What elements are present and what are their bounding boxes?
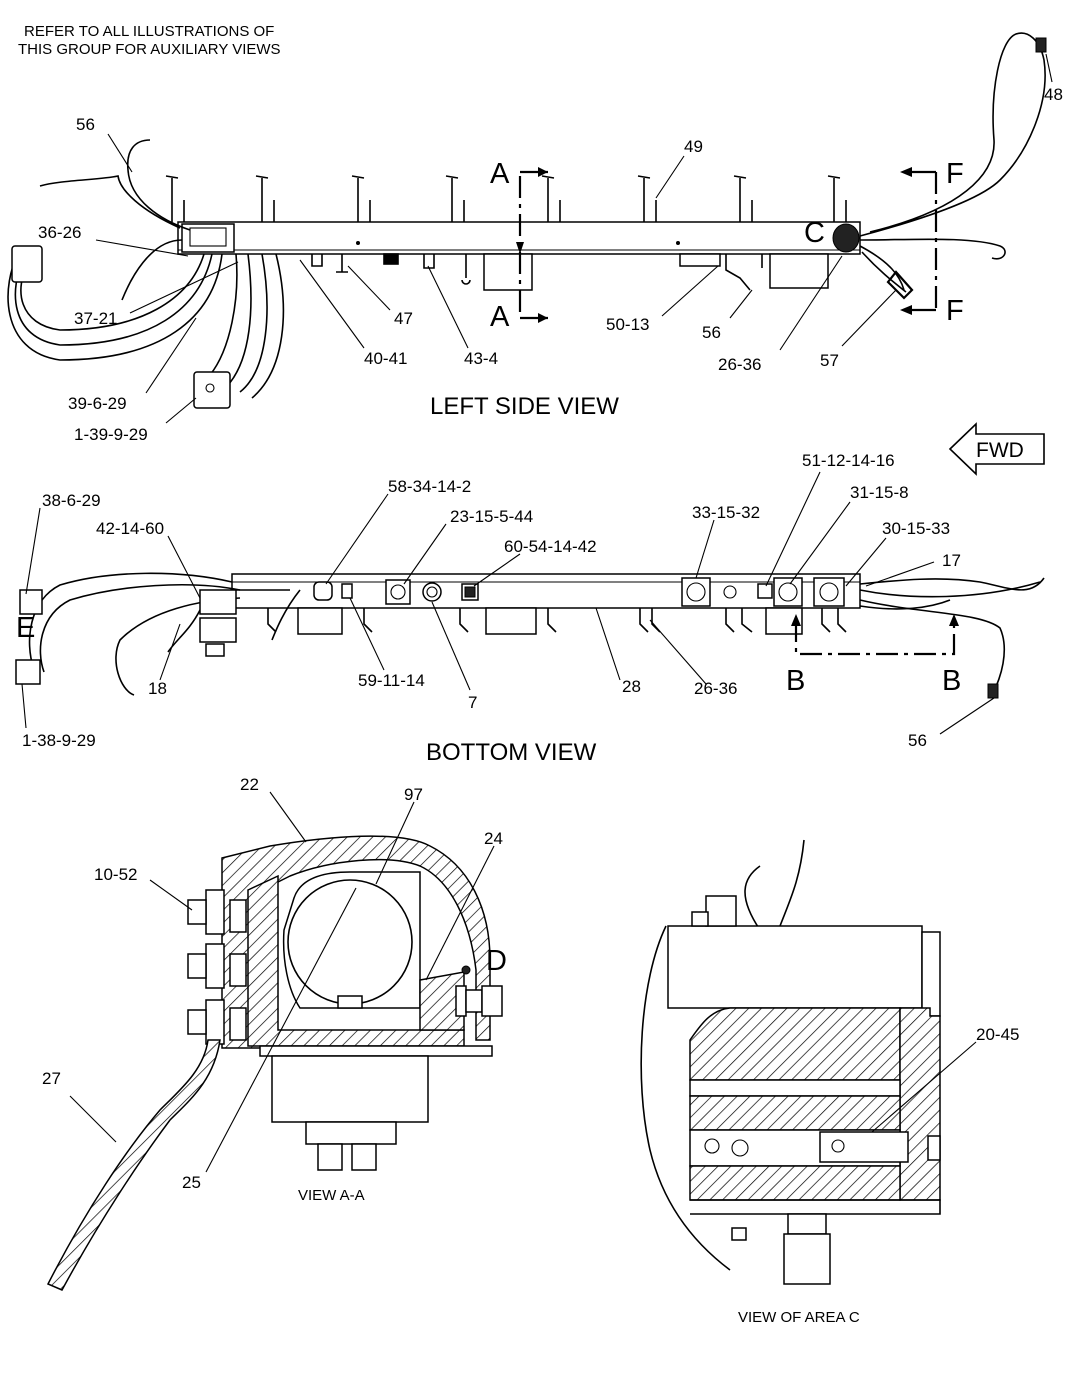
section-mark-f-bottom: F	[946, 295, 964, 327]
callout-43-4: 43-4	[464, 349, 498, 368]
callout-1-38-9-29: 1-38-9-29	[22, 731, 96, 750]
callout-56-bottom: 56	[908, 731, 927, 750]
view-a-a: D 22 97 24 10-52 27 25 VIEW A-A	[42, 775, 507, 1291]
callout-60-54-14-42: 60-54-14-42	[504, 537, 597, 556]
fwd-arrow: FWD	[948, 422, 1045, 476]
callout-58-34-14-2: 58-34-14-2	[388, 477, 471, 496]
callout-31-15-8: 31-15-8	[850, 483, 909, 502]
callout-10-52: 10-52	[94, 865, 137, 884]
section-mark-e: E	[16, 612, 35, 644]
section-mark-d: D	[486, 945, 507, 977]
callout-28: 28	[622, 677, 641, 696]
callout-47: 47	[394, 309, 413, 328]
callout-26-36: 26-36	[718, 355, 761, 374]
callout-7: 7	[468, 693, 477, 712]
left-side-view-title: LEFT SIDE VIEW	[430, 393, 619, 420]
fwd-label: FWD	[976, 439, 1024, 462]
section-mark-b-right: B	[942, 665, 961, 697]
view-aa-title: VIEW A-A	[298, 1187, 365, 1204]
callout-37-21: 37-21	[74, 309, 117, 328]
callout-24: 24	[484, 829, 503, 848]
callout-27: 27	[42, 1069, 61, 1088]
section-mark-c: C	[804, 217, 825, 249]
note-line-2: THIS GROUP FOR AUXILIARY VIEWS	[18, 41, 281, 58]
callout-59-11-14: 59-11-14	[358, 671, 425, 690]
callout-51-12-14-16: 51-12-14-16	[802, 451, 895, 470]
callout-20-45: 20-45	[976, 1025, 1019, 1044]
bottom-view: E B B	[15, 451, 1045, 766]
callout-22: 22	[240, 775, 259, 794]
callout-26-36-bottom: 26-36	[694, 679, 737, 698]
section-mark-b-left: B	[786, 665, 805, 697]
harness-bar-bottom	[231, 573, 861, 609]
bottom-view-title: BOTTOM VIEW	[426, 739, 597, 766]
callout-25: 25	[182, 1173, 201, 1192]
callout-36-26: 36-26	[38, 223, 81, 242]
view-area-c-title: VIEW OF AREA C	[738, 1309, 860, 1326]
callout-56-b: 56	[702, 323, 721, 342]
callout-49: 49	[684, 137, 703, 156]
callout-18: 18	[148, 679, 167, 698]
callout-30-15-33: 30-15-33	[882, 519, 950, 538]
callout-57: 57	[820, 351, 839, 370]
callout-23-15-5-44: 23-15-5-44	[450, 507, 533, 526]
callout-40-41: 40-41	[364, 349, 407, 368]
callout-48: 48	[1044, 85, 1063, 104]
callout-17: 17	[942, 551, 961, 570]
section-mark-a-top: A	[490, 158, 510, 190]
callout-33-15-32: 33-15-32	[692, 503, 760, 522]
callout-42-14-60: 42-14-60	[96, 519, 164, 538]
callout-1-39-9-29: 1-39-9-29	[74, 425, 148, 444]
callout-38-6-29: 38-6-29	[42, 491, 101, 510]
left-side-view: A A F F C 56 36-26 37-2	[7, 32, 1063, 444]
callout-39-6-29: 39-6-29	[68, 394, 127, 413]
section-mark-a-bottom: A	[490, 301, 510, 333]
section-mark-f-top: F	[946, 158, 964, 190]
callout-97: 97	[404, 785, 423, 804]
callout-56-a: 56	[76, 115, 95, 134]
note-line-1: REFER TO ALL ILLUSTRATIONS OF	[24, 23, 274, 40]
callout-50-13: 50-13	[606, 315, 649, 334]
view-of-area-c: 20-45 VIEW OF AREA C	[640, 839, 1019, 1326]
